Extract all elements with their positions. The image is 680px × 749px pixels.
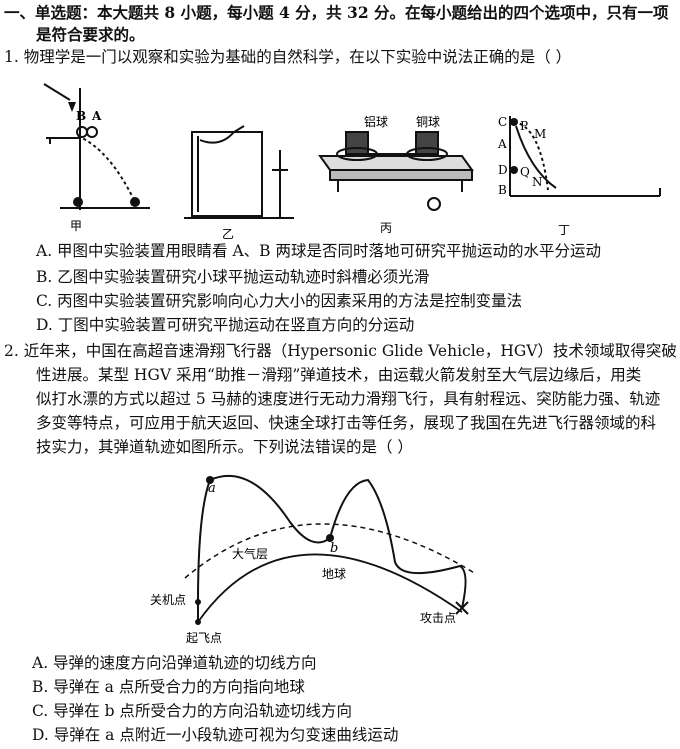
q1-option-b: B. 乙图中实验装置研究小球平抛运动轨迹时斜槽必须光滑 <box>36 268 430 286</box>
atmosphere-boundary <box>184 523 477 579</box>
jia-label-b: B <box>76 109 86 123</box>
takeoff-marker <box>195 619 201 625</box>
point-b-marker <box>326 534 334 542</box>
q2-option-a: A. 导弹的速度方向沿弹道轨迹的切线方向 <box>32 654 317 672</box>
q2-stem-line1: 2. 近年来，中国在高超音速滑翔飞行器（Hypersonic Glide Veh… <box>4 342 677 360</box>
q1-stem: 1. 物理学是一门以观察和实验为基础的自然科学，在以下实验中说法正确的是（ ） <box>4 48 572 66</box>
bing-caption: 丙 <box>380 221 392 235</box>
q1-option-d: D. 丁图中实验装置可研究平抛运动在竖直方向的分运动 <box>36 316 415 334</box>
q1-figure-ding: C P M A D Q N B 丁 <box>497 115 661 237</box>
bing-label-al: 铝球 <box>364 114 388 129</box>
shutdown-marker <box>195 599 201 605</box>
ding-label-q: Q <box>520 165 530 179</box>
q2-stem-line5: 技实力，其弹道轨迹如图所示。下列说法错误的是（ ） <box>36 438 413 456</box>
section-heading-line2: 是符合要求的。 <box>36 25 145 44</box>
ding-label-a: A <box>497 137 507 151</box>
q2-option-c: C. 导弹在 b 点所受合力的方向沿轨迹切线方向 <box>32 702 352 720</box>
q2-stem-line4: 多变等特点，可应用于航天返回、快速全球打击等任务，展现了我国在先进飞行器领域的科 <box>36 414 657 432</box>
q1-figure-bing: 铝球 铜球 丙 <box>318 114 474 235</box>
yi-caption: 乙 <box>222 227 234 240</box>
takeoff-label: 起飞点 <box>186 631 222 645</box>
ding-label-d: D <box>498 163 508 177</box>
ding-label-m: M <box>534 127 546 141</box>
q2-stem-line2: 性进展。某型 HGV 采用“助推－滑翔”弹道技术，由运载火箭发射至大气层边缘后，… <box>36 366 642 384</box>
ding-label-c: C <box>498 115 507 129</box>
point-a-label: a <box>208 481 216 496</box>
earth-label: 地球 <box>322 567 346 581</box>
q1-figure-jia: B A 甲 <box>43 83 150 233</box>
atmosphere-label: 大气层 <box>232 546 268 561</box>
ding-label-b: B <box>498 183 507 197</box>
q2-stem-line3: 似打水漂的方式以超过 5 马赫的速度进行无动力滑翔飞行，具有射程远、突防能力强、… <box>36 390 661 408</box>
q1-option-a: A. 甲图中实验装置用眼睛看 A、B 两球是否同时落地可研究平抛运动的水平分运动 <box>36 242 601 260</box>
target-marker <box>455 601 469 615</box>
jia-caption: 甲 <box>70 219 82 233</box>
section-heading-line1: 一、单选题：本大题共 8 小题，每小题 4 分，共 32 分。在每小题给出的四个… <box>4 3 669 22</box>
shutdown-label: 关机点 <box>150 593 186 607</box>
q2-trajectory-figure: a b 大气层 地球 关机点 起飞点 攻击点 <box>150 474 477 645</box>
ding-label-n: N <box>532 175 543 189</box>
jia-label-a: A <box>91 109 102 123</box>
bing-label-cu: 铜球 <box>416 114 440 129</box>
ding-caption: 丁 <box>558 223 570 237</box>
q2-option-d: D. 导弹在 a 点附近一小段轨迹可视为匀变速曲线运动 <box>32 726 399 744</box>
ding-label-p: P <box>520 119 528 133</box>
point-b-label: b <box>330 541 338 556</box>
earth-surface <box>197 553 463 623</box>
q1-option-c: C. 丙图中实验装置研究影响向心力大小的因素采用的方法是控制变量法 <box>36 292 523 310</box>
q1-figure-yi: 乙 <box>184 125 294 240</box>
target-label: 攻击点 <box>420 611 456 625</box>
point-a-marker <box>206 476 214 484</box>
q2-option-b: B. 导弹在 a 点所受合力的方向指向地球 <box>32 678 305 696</box>
